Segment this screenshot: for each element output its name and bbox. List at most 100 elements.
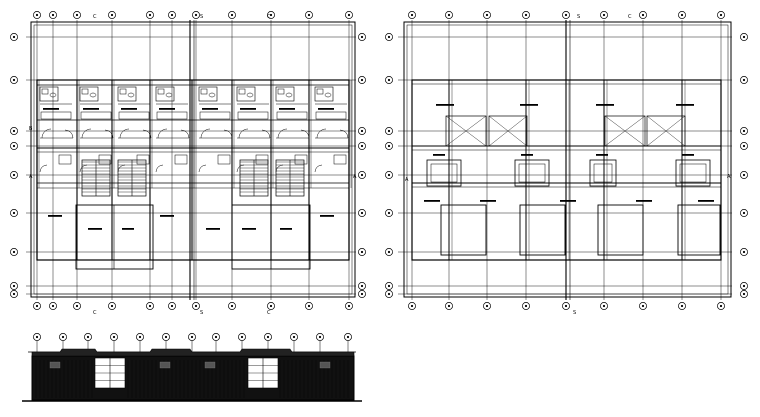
opening — [604, 115, 646, 147]
patio — [597, 204, 644, 256]
room-label — [121, 108, 137, 110]
parapet — [31, 348, 355, 357]
building-outline — [36, 79, 350, 261]
door-swing — [157, 128, 168, 139]
door-swing — [81, 128, 92, 139]
grid-bubble-dot — [360, 35, 364, 39]
room-label — [436, 104, 454, 106]
grid-bubble-dot — [680, 304, 684, 308]
grid-bubble-dot — [447, 304, 451, 308]
door-swing — [261, 129, 271, 139]
room-label — [159, 108, 175, 110]
door-swing — [200, 128, 211, 139]
grid-bubble-dot — [347, 13, 351, 17]
grid-bubble-dot — [35, 13, 39, 17]
grid-bubble-dot — [292, 335, 296, 339]
grid-bubble-dot — [360, 284, 364, 288]
toilet — [157, 88, 165, 95]
grid-bubble-dot — [170, 13, 174, 17]
grid-bubble-dot — [680, 13, 684, 17]
opening-cross — [646, 115, 686, 147]
grid-bubble-dot — [110, 13, 114, 17]
grid-bubble-dot — [742, 292, 746, 296]
room-label — [521, 154, 533, 156]
room-label — [206, 228, 220, 230]
window — [204, 361, 216, 369]
window — [319, 361, 331, 369]
opening-cross — [604, 115, 646, 147]
room-label — [83, 108, 99, 110]
grid-bubble-dot — [86, 335, 90, 339]
grid-bubble-dot — [269, 304, 273, 308]
plan-frame — [403, 21, 732, 298]
grid-bubble-dot — [564, 13, 568, 17]
grid-bubble-dot — [35, 335, 39, 339]
grid-label: B — [29, 126, 33, 132]
grid-label: A — [727, 174, 731, 180]
room-label — [682, 154, 694, 156]
grid-bubble-dot — [742, 250, 746, 254]
plan-frame — [30, 21, 356, 298]
door-swing — [180, 129, 190, 139]
kitchen-counter — [255, 154, 269, 165]
grid-bubble-dot — [12, 211, 16, 215]
grid-bubble-dot — [12, 35, 16, 39]
kitchen-counter — [58, 154, 72, 165]
grid-bubble-dot — [742, 35, 746, 39]
grid-bubble-dot — [360, 292, 364, 296]
patio — [440, 204, 487, 256]
room-label — [122, 228, 134, 230]
grid-bubble-dot — [75, 304, 79, 308]
room-label — [698, 200, 714, 202]
grid-bubble-dot — [410, 13, 414, 17]
room-label — [560, 200, 576, 202]
grid-label: C — [93, 14, 97, 20]
closet — [40, 111, 72, 120]
grid-bubble-dot — [148, 13, 152, 17]
grid-bubble-dot — [742, 211, 746, 215]
bathroom — [155, 86, 175, 102]
toilet — [277, 88, 285, 95]
grid-label: A — [405, 177, 409, 183]
toilet — [200, 88, 208, 95]
grid-label: C — [267, 14, 271, 20]
grid-label: A — [353, 174, 357, 180]
grid-bubble-dot — [12, 129, 16, 133]
grid-bubble-dot — [194, 304, 198, 308]
grid-bubble-dot — [387, 78, 391, 82]
grid-bubble-dot — [12, 144, 16, 148]
basin — [324, 92, 332, 98]
grid-bubble-dot — [564, 304, 568, 308]
grid-bubble-dot — [12, 250, 16, 254]
grid-bubble-dot — [12, 292, 16, 296]
closet — [118, 111, 150, 120]
basin — [89, 92, 97, 98]
grid-bubble-dot — [307, 304, 311, 308]
closet — [237, 111, 269, 120]
grid-bubble-dot — [240, 335, 244, 339]
grid-bubble-dot — [387, 211, 391, 215]
room-label — [596, 104, 614, 106]
grid-bubble-dot — [387, 144, 391, 148]
toilet — [81, 88, 89, 95]
grid-bubble-dot — [410, 304, 414, 308]
grid-bubble-dot — [170, 304, 174, 308]
grid-bubble-dot — [360, 250, 364, 254]
room-label — [160, 215, 174, 217]
parapet — [589, 159, 617, 187]
grid-bubble-dot — [742, 78, 746, 82]
door-swing — [41, 128, 52, 139]
ground-floor-plan — [10, 11, 366, 310]
facade — [31, 355, 355, 401]
kitchen-counter — [98, 154, 112, 165]
grid-bubble-dot — [318, 335, 322, 339]
grid-label: S — [573, 310, 576, 316]
door-swing — [238, 128, 249, 139]
kitchen-counter — [174, 154, 188, 165]
toilet — [119, 88, 127, 95]
door-swing — [198, 164, 207, 173]
room-label — [242, 228, 256, 230]
room-label — [480, 200, 496, 202]
garage — [75, 204, 154, 270]
window — [49, 361, 61, 369]
